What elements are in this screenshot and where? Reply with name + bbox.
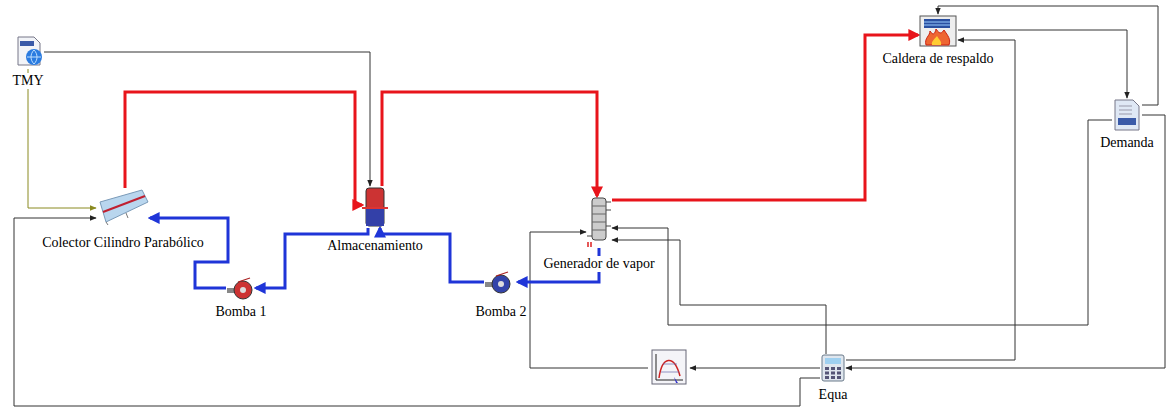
component-label: Generador de vapor (542, 256, 655, 272)
steam-icon (587, 198, 611, 247)
component-node: Generador de vapor (586, 196, 612, 248)
component-label: Bomba 2 (475, 304, 528, 320)
component-label: TMY (11, 73, 44, 89)
plot-icon (652, 350, 686, 384)
pump2-icon (485, 272, 510, 293)
component-symbol (586, 196, 612, 248)
component-node: Almacenamiento (362, 186, 388, 228)
component-symbol (1112, 98, 1142, 132)
component-symbol (820, 354, 846, 382)
component-symbol (484, 270, 518, 298)
signal-connector (612, 120, 1112, 325)
tank-icon (362, 188, 388, 226)
pipe-connector (256, 228, 368, 288)
component-node: Caldera de respaldo (918, 14, 958, 48)
component-node: Demanda (1112, 98, 1142, 132)
tmy-icon (18, 37, 42, 65)
component-symbol (96, 188, 150, 226)
user-icon (1115, 100, 1139, 130)
pipe-connector (612, 35, 918, 200)
signal-connector (846, 115, 1165, 368)
boiler-icon (920, 16, 956, 46)
component-symbol (226, 276, 256, 300)
collector-icon (100, 190, 148, 225)
signal-connector (28, 69, 96, 208)
signal-connector (14, 218, 820, 406)
component-symbol (12, 35, 44, 69)
pipe-connector (125, 92, 362, 205)
signal-connector (846, 40, 1015, 360)
component-symbol (918, 14, 958, 48)
pipe-connector (150, 218, 228, 288)
plot-wire (530, 232, 820, 368)
pump1-icon (227, 278, 252, 299)
component-node: Equa (820, 354, 846, 382)
component-label: Equa (818, 387, 849, 403)
component-label: Almacenamiento (326, 238, 424, 254)
component-label: Demanda (1099, 135, 1155, 151)
component-node: Colector Cilindro Parabólico (96, 188, 150, 226)
component-label: Bomba 1 (215, 304, 268, 320)
pipe-connector (380, 228, 484, 282)
component-label: Colector Cilindro Parabólico (41, 235, 205, 251)
component-label: Caldera de respaldo (881, 51, 994, 67)
component-node: Bomba 2 (484, 270, 518, 298)
signal-connector (44, 52, 370, 186)
component-symbol (362, 186, 388, 228)
pipe-connector (382, 92, 597, 196)
component-node: Bomba 1 (226, 276, 256, 300)
component-node: TMY (12, 35, 44, 69)
calc-icon (822, 355, 844, 381)
